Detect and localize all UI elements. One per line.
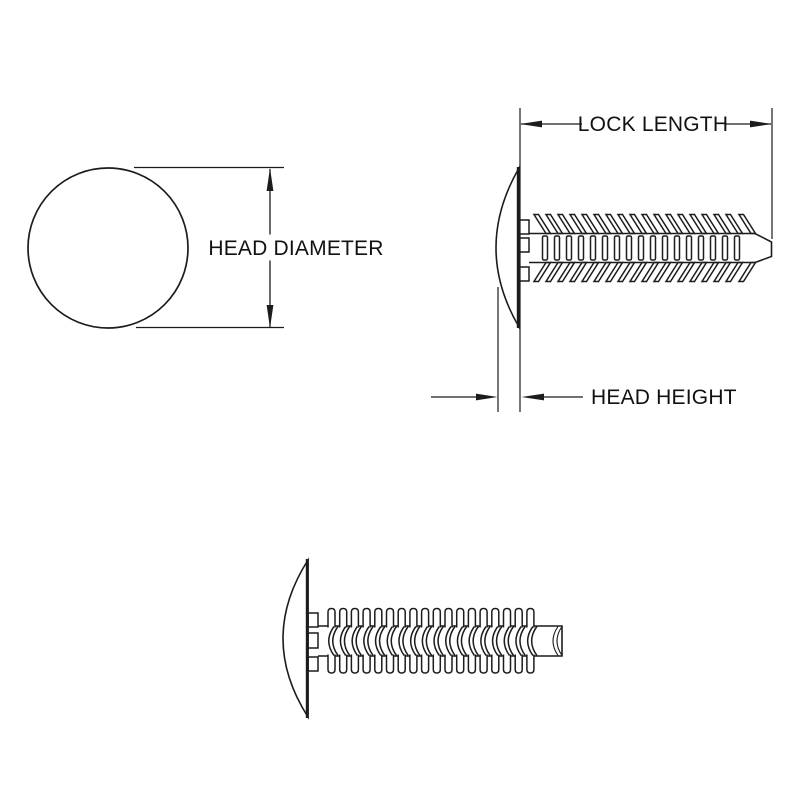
fin	[629, 213, 648, 283]
head-height-dimension	[431, 287, 583, 412]
neck-tab	[307, 612, 319, 628]
head-height-label: HEAD HEIGHT	[591, 386, 737, 409]
fin	[581, 213, 600, 283]
fin	[605, 213, 624, 283]
head-circle	[27, 167, 189, 329]
fastener-side-view	[495, 165, 773, 330]
lock-length-dimension	[519, 108, 773, 412]
head-dome	[495, 165, 520, 330]
fin	[713, 213, 732, 283]
head-diameter-dimension	[134, 166, 380, 329]
arrow-right-icon	[476, 393, 498, 401]
fastener-profile-view	[282, 557, 563, 720]
neck-tab	[307, 632, 319, 649]
head-top-view	[27, 167, 189, 329]
fin	[557, 213, 576, 283]
neck-tabs	[307, 612, 319, 672]
fin	[677, 213, 696, 283]
fin	[533, 213, 552, 283]
neck-tab	[307, 656, 319, 672]
fin	[593, 213, 612, 283]
arrow-left-icon	[521, 393, 544, 401]
lock-length-label: LOCK LENGTH	[578, 113, 728, 136]
fin	[545, 213, 564, 283]
arrow-left-icon	[520, 120, 542, 128]
fin	[689, 213, 708, 283]
fin	[738, 213, 757, 283]
barb-row	[533, 213, 757, 283]
arrow-up-icon	[266, 168, 274, 191]
shaft-core	[529, 232, 773, 264]
fin	[653, 213, 672, 283]
fin	[665, 213, 684, 283]
head-dome	[282, 557, 309, 720]
fin	[725, 213, 744, 283]
fin	[617, 213, 636, 283]
fin	[569, 213, 588, 283]
fin	[701, 213, 720, 283]
fin	[641, 213, 660, 283]
head-diameter-label: HEAD DIAMETER	[208, 237, 383, 260]
label-mask	[214, 234, 380, 261]
arrow-down-icon	[266, 305, 274, 328]
arrow-right-icon	[750, 120, 772, 128]
tip-shading	[552, 626, 563, 656]
